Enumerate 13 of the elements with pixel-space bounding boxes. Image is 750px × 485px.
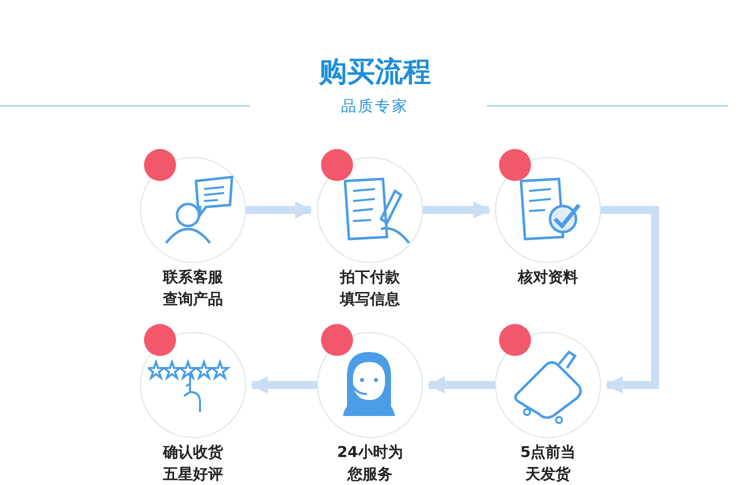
arrow — [250, 376, 317, 394]
arrow — [601, 206, 659, 394]
step-label: 拍下付款填写信息 — [338, 267, 401, 310]
subtitle: 品质专家 — [340, 96, 410, 116]
arrow — [427, 376, 495, 394]
arrow — [246, 201, 313, 219]
title: 购买流程 — [318, 54, 432, 90]
step-label: 24小时为您服务 — [336, 442, 404, 485]
step-label: 5点前当天发货 — [519, 442, 577, 485]
step-label: 核对资料 — [516, 267, 579, 288]
step-label: 联系客服查询产品 — [162, 267, 224, 310]
step-label: 确认收货五星好评 — [162, 442, 224, 485]
arrow — [423, 201, 491, 219]
